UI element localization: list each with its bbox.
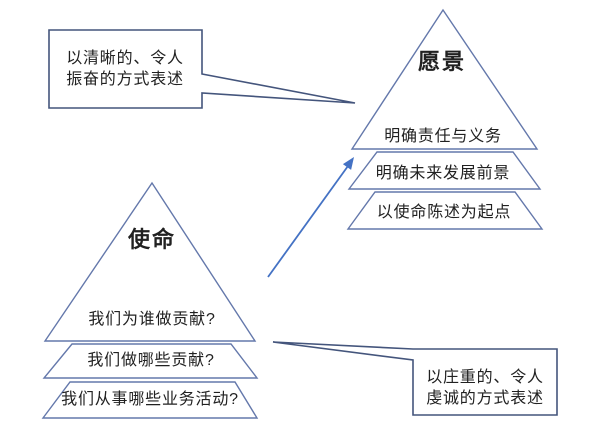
vision-callout-bubble xyxy=(48,29,356,109)
vision-pyramid-layer3-band xyxy=(346,191,544,230)
vision-pyramid: 愿景 明确责任与义务 明确未来发展前景 以使命陈述为起点 xyxy=(346,8,544,230)
mission-callout-line2: 虔诚的方式表述 xyxy=(426,389,544,407)
vision-layer1-label: 明确责任与义务 xyxy=(384,127,502,145)
vision-callout: 以清晰的、令人 振奋的方式表述 xyxy=(48,29,356,109)
mission-pyramid-top-triangle xyxy=(43,181,257,342)
mission-layer1-label: 我们为谁做贡献? xyxy=(88,310,215,328)
arrow-shaft xyxy=(267,165,349,278)
vision-callout-line2: 振奋的方式表述 xyxy=(66,70,184,88)
mission-callout: 以庄重的、令人 虔诚的方式表述 xyxy=(272,341,558,416)
vision-layer2-label: 明确未来发展前景 xyxy=(376,164,510,182)
mission-layer2-label: 我们做哪些贡献? xyxy=(87,351,214,369)
mission-pyramid-layer3-band xyxy=(41,381,259,419)
vision-callout-line1: 以清晰的、令人 xyxy=(66,49,184,67)
arrow-head-icon xyxy=(342,157,354,170)
mission-to-vision-arrow xyxy=(267,157,354,278)
mission-pyramid: 使命 我们为谁做贡献? 我们做哪些贡献? 我们从事哪些业务活动? xyxy=(41,181,259,419)
mission-layer3-label: 我们从事哪些业务活动? xyxy=(61,390,239,408)
mission-title: 使命 xyxy=(127,227,176,252)
vision-title: 愿景 xyxy=(418,49,466,74)
mission-callout-bubble xyxy=(272,341,558,416)
vision-pyramid-top-triangle xyxy=(350,8,539,150)
mission-callout-line1: 以庄重的、令人 xyxy=(426,368,544,386)
vision-layer3-label: 以使命陈述为起点 xyxy=(377,203,511,221)
mission-pyramid-layer2-band xyxy=(42,343,259,379)
vision-pyramid-layer2-band xyxy=(347,151,542,190)
